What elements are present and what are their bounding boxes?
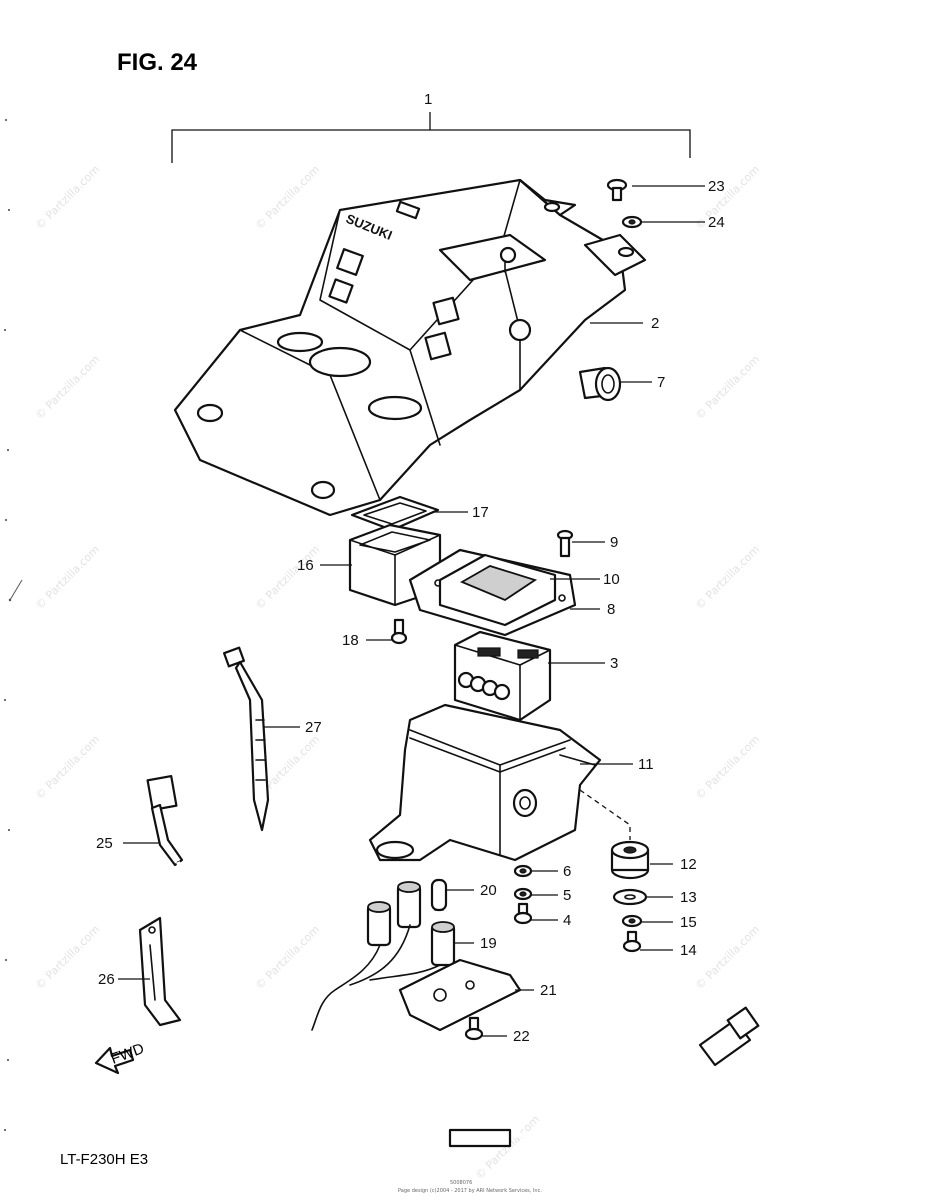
assembly-bracket: [171, 112, 691, 163]
part-14-screw: [622, 930, 642, 953]
callout-23: 23: [708, 178, 725, 195]
part-24-washer: [621, 215, 643, 229]
part-26-clamp: [138, 916, 182, 1027]
part-22-screw: [464, 1016, 484, 1041]
callout-leaders: [118, 185, 705, 1037]
callout-9: 9: [610, 534, 618, 551]
scan-noise: [4, 119, 23, 1131]
part-9-screw: [556, 529, 574, 558]
part-10-lens: [438, 553, 557, 627]
callout-8: 8: [607, 601, 615, 618]
callout-19: 19: [480, 935, 497, 952]
part-25-speedometer-cable: [146, 775, 760, 1148]
part-7-knob: [578, 366, 622, 402]
callout-6: 6: [563, 863, 571, 880]
part-13-washer: [612, 888, 648, 906]
callout-18: 18: [342, 632, 359, 649]
part-6-nut: [513, 864, 533, 878]
callout-21: 21: [540, 982, 557, 999]
part-12-grommet: [610, 840, 650, 880]
watermark: © Partzilla.com: [253, 543, 322, 612]
callout-25: 25: [96, 835, 113, 852]
callout-1: 1: [424, 91, 432, 108]
callout-20: 20: [480, 882, 497, 899]
fwd-arrow-icon: FWD: [94, 1040, 147, 1075]
callout-16: 16: [297, 557, 314, 574]
part-2-cover: SUZUKI: [173, 178, 647, 517]
callout-7: 7: [657, 374, 665, 391]
part-5-washer: [513, 887, 533, 901]
part-4-screw: [513, 902, 533, 925]
watermark: © Partzilla.com: [693, 353, 762, 422]
callout-22: 22: [513, 1028, 530, 1045]
part-3-meter-unit: [453, 630, 552, 752]
callout-27: 27: [305, 719, 322, 736]
watermark: © Partzilla.com: [33, 923, 102, 992]
part-19-bulb-sockets: [366, 881, 456, 967]
callout-2: 2: [651, 315, 659, 332]
dashed-guide-line: [579, 789, 631, 840]
figure-title: FIG. 24: [117, 49, 198, 76]
callout-15: 15: [680, 914, 697, 931]
part-15-washer: [621, 914, 643, 928]
callout-10: 10: [603, 571, 620, 588]
callout-5: 5: [563, 887, 571, 904]
watermark: © Partzilla.com: [473, 1113, 542, 1182]
part-17-gasket: [350, 495, 440, 532]
watermark: © Partzilla.com: [33, 353, 102, 422]
callout-24: 24: [708, 214, 725, 231]
part-23-screw: [606, 178, 628, 202]
callout-4: 4: [563, 912, 571, 929]
fwd-label: FWD: [109, 1040, 147, 1068]
watermark: © Partzilla.com: [693, 923, 762, 992]
callout-14: 14: [680, 942, 697, 959]
callout-26: 26: [98, 971, 115, 988]
watermark: © Partzilla.com: [253, 923, 322, 992]
callout-3: 3: [610, 655, 618, 672]
callout-17: 17: [472, 504, 489, 521]
watermark: © Partzilla.com: [693, 733, 762, 802]
watermark: © Partzilla.com: [33, 163, 102, 232]
watermark: © Partzilla.com: [693, 543, 762, 612]
watermark: © Partzilla.com: [33, 733, 102, 802]
callout-labels: 1 2 3 4 5 6 7 8 9 10 11 12 13 14 15 16 1…: [96, 91, 725, 1045]
watermark: © Partzilla.com: [33, 543, 102, 612]
footer-copyright: Page design (c)2004 - 2017 by ARI Networ…: [398, 1188, 542, 1194]
callout-12: 12: [680, 856, 697, 873]
part-27-cable-tie: [222, 646, 270, 832]
callout-11: 11: [638, 756, 654, 773]
part-11-meter-case: [368, 703, 602, 862]
part-20-bulb: [430, 878, 448, 912]
callout-13: 13: [680, 889, 697, 906]
model-code: LT-F230H E3: [60, 1151, 148, 1168]
watermark: © Partzilla.com: [253, 163, 322, 232]
part-18-screw: [390, 618, 408, 645]
footer-code: 5008076: [450, 1180, 472, 1186]
